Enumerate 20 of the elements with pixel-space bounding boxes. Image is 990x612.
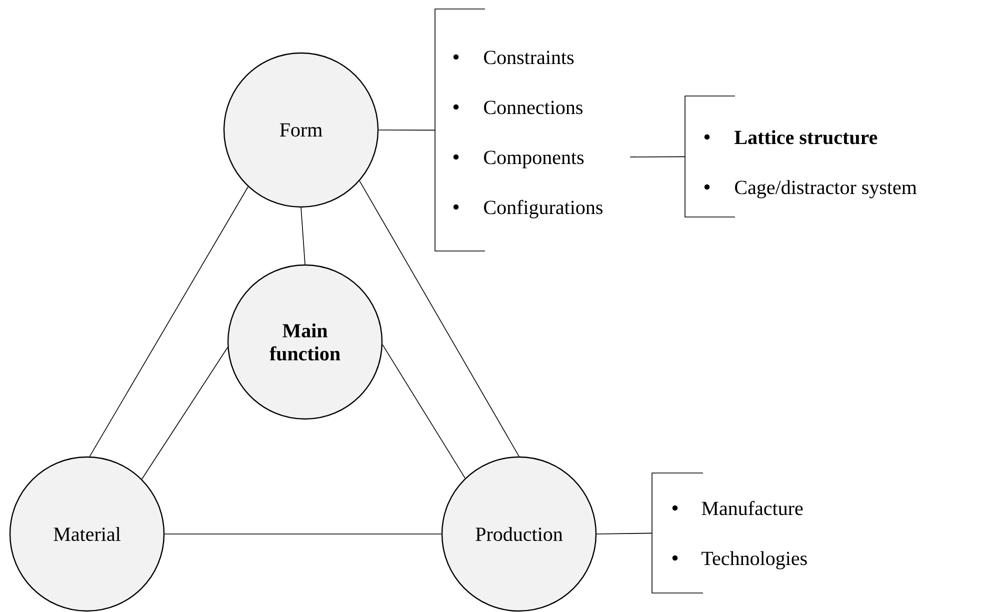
- connector-line: [141, 347, 228, 480]
- list-item: Manufacture: [702, 500, 803, 516]
- list-item: Lattice structure: [734, 130, 878, 144]
- connector-line: [89, 186, 248, 457]
- list-item: Technologies: [702, 551, 807, 570]
- list-item: Connections: [484, 100, 582, 114]
- list-item: Cage/distractor system: [735, 180, 917, 198]
- connector-line: [300, 207, 306, 265]
- connector-line: [382, 344, 466, 479]
- circle-node: Main function: [227, 264, 383, 420]
- list-item: Components: [484, 150, 584, 168]
- connector-line: [378, 130, 436, 131]
- connector-line: [630, 156, 686, 158]
- connector-line: [359, 180, 520, 457]
- circle-node: Production: [441, 456, 597, 612]
- circle-node: Material: [9, 456, 165, 612]
- connector-line: [596, 532, 652, 534]
- circle-node: Form: [223, 52, 379, 208]
- list-item: Constraints: [484, 50, 574, 64]
- list-item: Configurations: [484, 200, 602, 218]
